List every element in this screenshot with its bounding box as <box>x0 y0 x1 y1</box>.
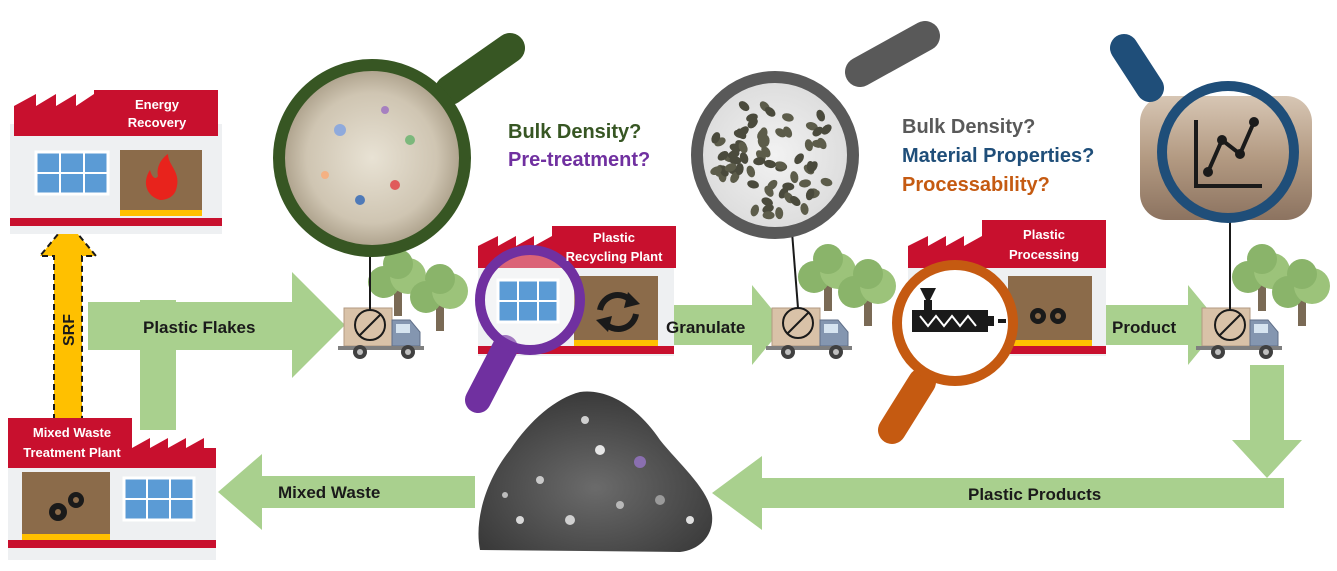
pellet <box>790 171 799 184</box>
plastic-products-label: Plastic Products <box>968 485 1101 504</box>
pellet <box>739 152 749 164</box>
pellet <box>764 106 776 117</box>
energy-recovery-label-1: Energy <box>135 97 180 112</box>
pellet <box>806 161 815 173</box>
product-arrow <box>1092 285 1221 365</box>
recycling-plant-label-2: Recycling Plant <box>566 249 663 264</box>
pellet <box>711 132 721 144</box>
pellet <box>790 196 801 206</box>
pellet <box>750 204 760 217</box>
plastic-products-arrow <box>712 456 1284 530</box>
pellet <box>753 157 766 166</box>
extruder-icon <box>912 288 1006 332</box>
recycling-plant-label-1: Plastic <box>593 230 635 245</box>
energy-recovery-label-2: Recovery <box>128 115 187 130</box>
question-processability: Processability? <box>902 174 1050 196</box>
pellet <box>812 126 824 137</box>
pellet <box>762 211 775 220</box>
pellet <box>820 177 833 187</box>
pellet <box>764 185 774 197</box>
fire-icon <box>145 154 178 200</box>
pellet <box>804 139 813 152</box>
pellet <box>764 159 776 169</box>
trucks <box>337 210 1283 360</box>
question-bulk-density-1: Bulk Density? <box>508 121 641 143</box>
magnifier-icon <box>273 33 525 257</box>
mixed-waste-plant-building <box>8 418 216 560</box>
question-material-properties: Material Properties? <box>902 145 1094 167</box>
pellet <box>735 163 744 176</box>
srf-label: SRF <box>61 314 78 346</box>
magnifier-icon <box>878 260 1018 444</box>
magnifier-icon <box>691 21 940 239</box>
pellet <box>794 153 804 165</box>
building-labels: Energy Recovery Plastic Recycling Plant … <box>23 97 1079 460</box>
down-arrow <box>1232 365 1302 478</box>
pellet <box>783 126 793 138</box>
pellet <box>747 118 758 129</box>
pellet <box>730 171 740 183</box>
pellet <box>746 165 756 178</box>
product-label: Product <box>1112 318 1177 337</box>
srf-arrow <box>37 220 99 421</box>
pellet <box>724 163 737 172</box>
pellet <box>817 137 827 150</box>
pellet <box>738 141 748 154</box>
pellet <box>733 129 746 139</box>
pellet <box>821 124 832 135</box>
mixed-waste-label: Mixed Waste <box>278 483 380 502</box>
granulate-label: Granulate <box>666 318 745 337</box>
question-labels: Bulk Density? Pre-treatment? Bulk Densit… <box>508 116 1094 196</box>
pellet <box>800 203 809 215</box>
pellets-icon <box>710 101 833 220</box>
energy-recovery-building <box>10 90 222 234</box>
pellet <box>729 143 742 153</box>
pellet <box>761 197 773 207</box>
pellet <box>762 204 774 214</box>
pellet <box>738 101 750 112</box>
waste-pile-icon <box>478 391 713 552</box>
pellet <box>727 150 740 159</box>
magnifier-icon <box>1110 34 1312 223</box>
gears-icon <box>1030 308 1066 324</box>
pellet <box>717 150 729 161</box>
plastic-flakes-label: Plastic Flakes <box>143 318 255 337</box>
flow-arrows <box>88 272 1302 530</box>
line-chart-icon <box>1194 120 1262 188</box>
mixed-waste-plant-label-1: Mixed Waste <box>33 425 111 440</box>
mixed-waste-arrow <box>218 454 475 530</box>
magnifier-icon <box>465 245 585 413</box>
pellet <box>799 179 811 188</box>
flakes-icon <box>279 65 465 251</box>
granulate-arrow <box>655 285 785 365</box>
pellet <box>805 122 818 131</box>
plastic-processing-label-1: Plastic <box>1023 227 1065 242</box>
pellet <box>757 128 767 141</box>
plastic-flakes-arrow <box>88 272 345 378</box>
pellet <box>782 113 794 122</box>
pellet <box>747 180 760 189</box>
pellet <box>775 161 787 170</box>
mixed-waste-plant-label-2: Treatment Plant <box>23 445 121 460</box>
question-pretreatment: Pre-treatment? <box>508 149 650 171</box>
pellet <box>816 109 826 122</box>
gears-icon <box>49 492 84 521</box>
flow-labels: Plastic Flakes Granulate Product Plastic… <box>61 314 1177 504</box>
pellet <box>782 182 795 191</box>
question-bulk-density-2: Bulk Density? <box>902 116 1035 138</box>
pellet <box>805 188 815 201</box>
pellet <box>710 166 722 176</box>
plastic-processing-label-2: Processing <box>1009 247 1079 262</box>
recycle-arrows-icon <box>596 292 640 332</box>
pellet <box>775 207 784 220</box>
